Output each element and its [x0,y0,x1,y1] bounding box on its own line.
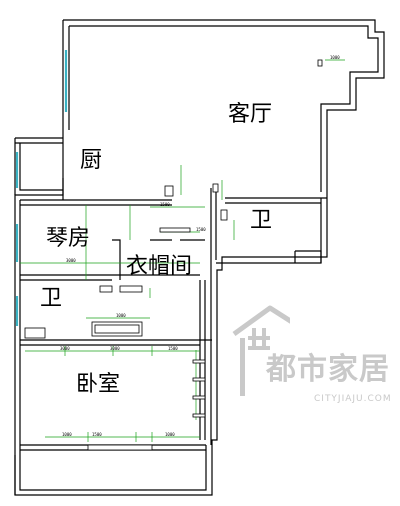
dimension-label: 1000 [62,432,72,437]
dimension-label: 1500 [196,227,206,232]
dimension-label: 1500 [92,432,102,437]
watermark-url: CITYJIAJU.COM [314,394,392,404]
windows [15,50,68,326]
room-label-bedroom: 卧室 [76,372,121,397]
dimension-label: 3000 [60,346,70,351]
outer-walls [14,19,385,496]
dimension-label: 1000 [165,432,175,437]
dimension-label: 3000 [66,258,76,263]
dimension-label: 1000 [330,55,340,60]
watermark-logo-text: 都市家居 [266,352,390,387]
dimension-lines [20,59,345,442]
dimension-label: 1000 [116,313,126,318]
room-label-living-room: 客厅 [228,102,273,127]
dimension-label: 1500 [160,202,170,207]
dimension-label: 3000 [110,346,120,351]
room-label-bathroom-right: 卫 [250,208,273,233]
dimension-label: 1500 [168,346,178,351]
watermark: 都市家居 CITYJIAJU.COM [230,300,400,410]
room-label-piano-room: 琴房 [46,226,91,251]
room-label-kitchen: 厨 [80,148,103,173]
house-logo-icon [232,305,290,396]
fixtures [24,59,323,451]
room-label-cloakroom: 衣帽间 [126,254,193,279]
room-label-bathroom-left: 卫 [40,286,63,311]
